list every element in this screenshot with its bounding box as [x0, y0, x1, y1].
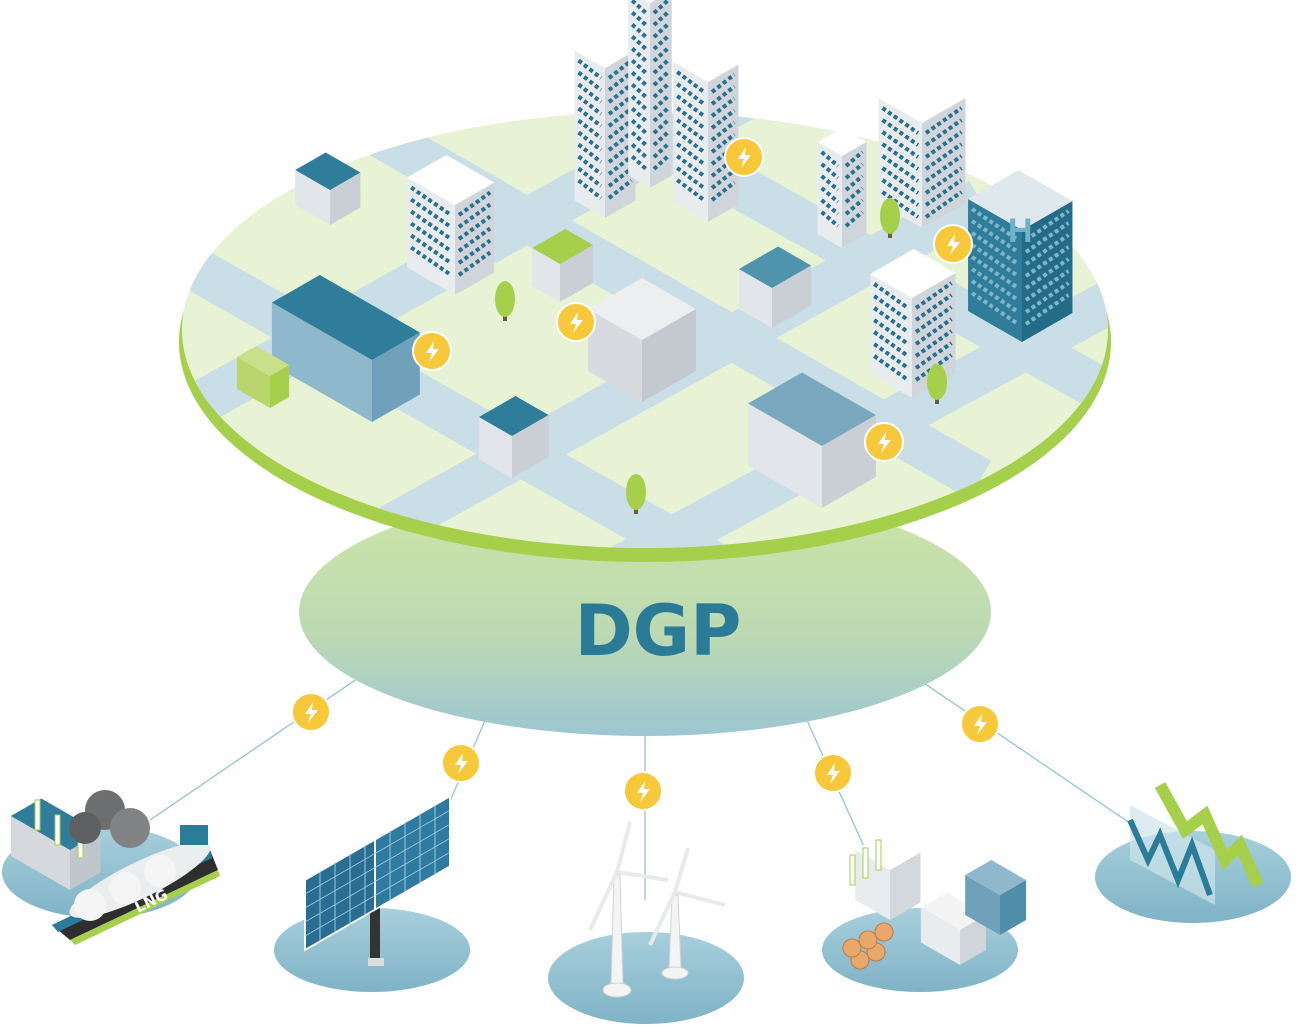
shop: [588, 278, 696, 402]
chimney: [875, 839, 882, 871]
factory: [271, 275, 420, 422]
market-chart-icon: [1127, 782, 1264, 905]
node-lng: LNG: [2, 790, 220, 945]
node-biomass: [822, 832, 1027, 992]
logs: [842, 922, 894, 970]
house: [295, 152, 361, 225]
tree-icon: [495, 281, 515, 321]
node-market: [1095, 782, 1291, 923]
truck: [236, 346, 290, 408]
connection-lines: [149, 669, 1141, 900]
tree-icon: [927, 364, 947, 404]
lightning-bolt-icon: [933, 224, 973, 264]
chimney: [862, 847, 869, 879]
lightning-bolt-icon: [813, 753, 853, 793]
chimney: [54, 814, 61, 846]
hospital-sign: H: [1008, 212, 1033, 250]
office-building: [407, 155, 495, 295]
wind-turbine-icon: [588, 821, 726, 998]
truck-container: [965, 860, 1027, 935]
office-building: [817, 128, 867, 248]
node-solar: [274, 794, 470, 992]
lightning-bolt-icon: [291, 692, 331, 732]
lightning-bolt-icon: [556, 302, 596, 342]
hospital: H: [968, 170, 1073, 342]
lightning-bolt-icon: [623, 771, 663, 811]
lightning-bolt-icon: [412, 331, 452, 371]
lightning-bolt-icon: [441, 743, 481, 783]
node-wind: [548, 821, 744, 1024]
bolt-icons: [291, 137, 1000, 811]
tree-icon: [626, 474, 646, 514]
line-lng: [149, 669, 371, 821]
house: [478, 396, 549, 478]
line-market: [911, 674, 1141, 831]
house: [532, 229, 594, 302]
school: [748, 372, 876, 508]
garbage-truck: [920, 892, 987, 965]
skyscraper: [673, 44, 739, 222]
skyscraper: [628, 0, 672, 188]
skyscraper: [574, 33, 636, 218]
dgp-label: DGP: [575, 590, 742, 672]
chimney: [34, 799, 41, 831]
lightning-bolt-icon: [960, 704, 1000, 744]
solar-panel-icon: [304, 794, 451, 952]
tree-icon: [880, 198, 900, 238]
dgp-base: DGP: [299, 488, 991, 736]
lightning-bolt-icon: [724, 137, 764, 177]
lightning-bolt-icon: [864, 422, 904, 462]
city-buildings: H: [236, 0, 1073, 514]
office-building: [878, 73, 966, 228]
office-building: [870, 249, 956, 398]
house: [738, 246, 812, 328]
chimney: [849, 854, 856, 886]
